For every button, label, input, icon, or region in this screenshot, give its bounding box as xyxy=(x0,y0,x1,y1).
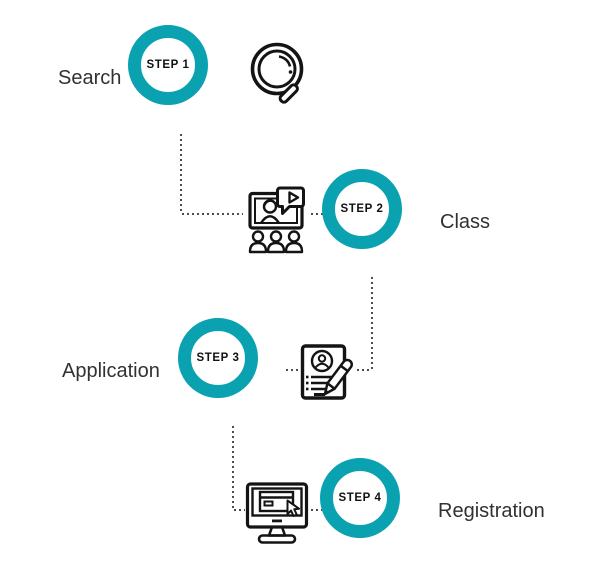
connector-step3-down xyxy=(232,426,234,510)
step1-label: Search xyxy=(58,67,122,89)
connector-icon4-to-step4 xyxy=(311,509,322,511)
connector-icon3-to-step3 xyxy=(286,369,299,371)
step2-badge: STEP 2 xyxy=(340,203,384,215)
step4-label: Registration xyxy=(438,500,545,522)
step2-label: Class xyxy=(440,211,491,233)
connector-step2-down xyxy=(371,277,373,369)
computer-registration-icon xyxy=(245,482,309,544)
step2-circle: STEP 2 xyxy=(322,169,402,249)
application-form-icon xyxy=(300,344,353,400)
connector-step3-to-icon4 xyxy=(234,509,245,511)
connector-step1-to-icon2 xyxy=(182,213,243,215)
step3-badge: STEP 3 xyxy=(196,352,240,364)
step3-label: Application xyxy=(62,360,160,382)
connector-step2-to-icon3 xyxy=(357,369,372,371)
step1-circle: STEP 1 xyxy=(128,25,208,105)
step4-badge: STEP 4 xyxy=(338,492,382,504)
connector-step1-down xyxy=(180,134,182,214)
magnifier-search-icon xyxy=(250,42,304,104)
step1-badge: STEP 1 xyxy=(146,59,190,71)
video-class-icon xyxy=(248,186,305,254)
connector-icon2-to-step2 xyxy=(311,213,323,215)
step3-circle: STEP 3 xyxy=(178,318,258,398)
step4-circle: STEP 4 xyxy=(320,458,400,538)
